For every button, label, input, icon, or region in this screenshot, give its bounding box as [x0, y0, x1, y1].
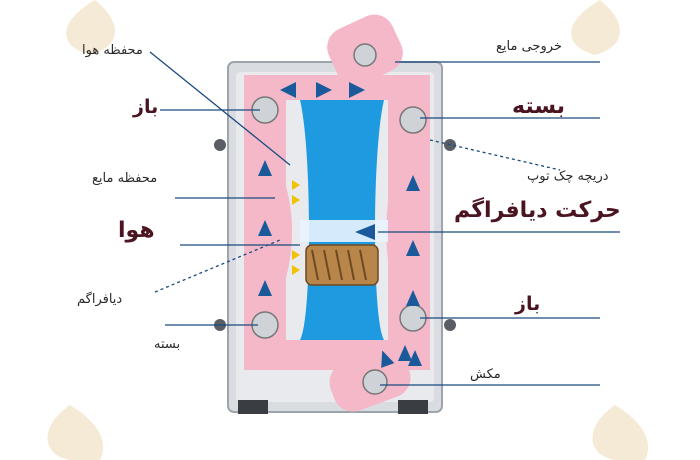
label-open-top-left: باز: [133, 96, 159, 118]
flow-arrow-icon: [258, 82, 422, 368]
diaphragm-markers: [292, 180, 300, 275]
label-suction: مکش: [470, 367, 501, 382]
piston-spring-icon: [305, 244, 379, 286]
label-diaphragm: دیافراگم: [77, 292, 123, 307]
label-ball-check-valve: دریچه چک توپ: [527, 169, 609, 184]
ball-valve-icon: [251, 43, 427, 395]
label-closed-top-right: بسته: [512, 94, 565, 119]
label-liquid-outlet: خروجی مایع: [496, 39, 562, 54]
label-open-bottom-right: باز: [515, 293, 541, 315]
air-chamber-core: [300, 100, 388, 340]
leader-lines: [149, 51, 620, 386]
label-closed-bottom-left: بسته: [154, 337, 181, 352]
label-air-chamber: محفظه هوا: [82, 43, 143, 58]
label-diaphragm-movement: حرکت دیافراگم: [454, 198, 621, 223]
watermark-drop-icon: [47, 0, 649, 460]
label-liquid-chamber: محفظه مایع: [92, 171, 158, 186]
label-air: هوا: [118, 218, 155, 243]
